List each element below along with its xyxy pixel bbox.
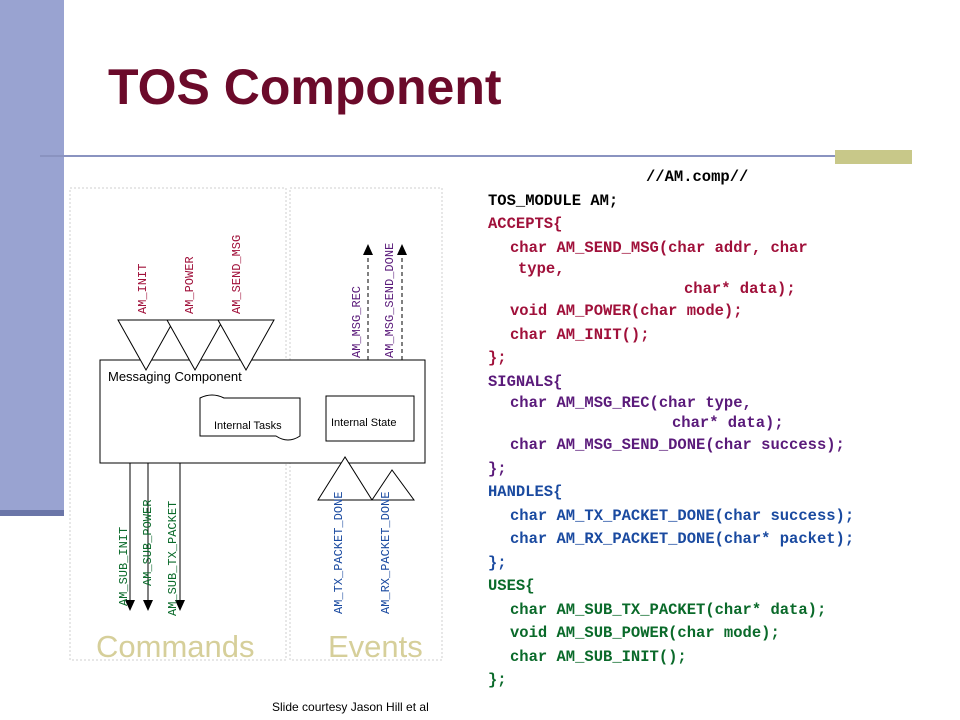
code-use-sub-power: void AM_SUB_POWER(char mode);	[510, 624, 780, 642]
accept-label-send-msg: AM_SEND_MSG	[230, 235, 244, 314]
internal-state-box	[325, 395, 415, 442]
code-close-signals: };	[488, 459, 507, 478]
events-label: Events	[328, 629, 423, 664]
code-handles-open: HANDLES{	[488, 483, 563, 501]
code-accept-send-msg-data: char* data);	[684, 280, 796, 298]
accept-triangle-init	[117, 319, 175, 372]
use-arrowhead-sub-init	[125, 600, 135, 611]
commands-label: Commands	[96, 629, 255, 664]
internal-tasks-label: Internal Tasks	[214, 420, 282, 432]
code-close-accepts: };	[488, 349, 507, 367]
accept-label-power: AM_POWER	[183, 256, 197, 314]
signal-label-send-done: AM_MSG_SEND_DONE	[383, 243, 397, 358]
signal-arrowhead-send-done	[397, 244, 407, 255]
code-signals-open: SIGNALS{	[488, 372, 563, 391]
accept-triangle-power	[166, 319, 224, 372]
code-handle-tx-done: char AM_TX_PACKET_DONE(char success);	[510, 506, 855, 525]
title-rule-accent	[835, 150, 912, 164]
accept-label-init: AM_INIT	[136, 264, 150, 314]
code-close-uses: };	[488, 671, 507, 689]
slide-credit: Slide courtesy Jason Hill et al	[272, 700, 429, 714]
use-arrowhead-sub-power	[143, 600, 153, 611]
accept-triangle-send-msg	[217, 319, 275, 372]
code-listing: //AM.comp// TOS_MODULE AM; ACCEPTS{ char…	[488, 166, 948, 693]
code-accept-init: char AM_INIT();	[510, 325, 650, 344]
slide-sidebar-bar	[0, 0, 64, 515]
code-signal-msg-rec: char AM_MSG_REC(char type,	[510, 394, 752, 412]
signal-arrowhead-msg-rec	[363, 244, 373, 255]
title-rule	[40, 155, 912, 157]
slide-title: TOS Component	[108, 59, 502, 115]
code-handle-rx-done: char AM_RX_PACKET_DONE(char* packet);	[510, 530, 855, 548]
code-close-handles: };	[488, 553, 507, 572]
code-accept-power: void AM_POWER(char mode);	[510, 302, 743, 320]
code-signal-send-done: char AM_MSG_SEND_DONE(char success);	[510, 436, 845, 454]
use-label-sub-init: AM_SUB_INIT	[117, 527, 131, 606]
code-use-sub-tx: char AM_SUB_TX_PACKET(char* data);	[510, 600, 827, 619]
code-use-sub-init: char AM_SUB_INIT();	[510, 647, 687, 666]
use-label-sub-tx: AM_SUB_TX_PACKET	[166, 501, 180, 616]
use-label-sub-power: AM_SUB_POWER	[141, 500, 155, 586]
code-accept-send-msg-cont: type,	[518, 260, 565, 278]
handle-label-tx-done: AM_TX_PACKET_DONE	[332, 492, 346, 614]
handle-label-rx-done: AM_RX_PACKET_DONE	[379, 492, 393, 614]
code-module: TOS_MODULE AM;	[488, 191, 619, 210]
code-accept-send-msg: char AM_SEND_MSG(char addr, char	[510, 238, 808, 257]
code-uses-open: USES{	[488, 577, 535, 595]
signal-label-msg-rec: AM_MSG_REC	[350, 286, 364, 358]
sidebar-shadow	[0, 510, 64, 516]
code-accepts-open: ACCEPTS{	[488, 215, 563, 233]
code-comment: //AM.comp//	[646, 168, 749, 186]
messaging-component-label: Messaging Component	[108, 369, 242, 384]
use-arrowhead-sub-tx	[175, 600, 185, 611]
internal-state-label: Internal State	[331, 417, 396, 429]
handle-triangle-rx-done	[371, 469, 415, 501]
handle-triangle-tx-done	[317, 456, 373, 501]
internal-tasks-shape	[199, 394, 301, 441]
code-signal-msg-rec-data: char* data);	[672, 414, 784, 432]
